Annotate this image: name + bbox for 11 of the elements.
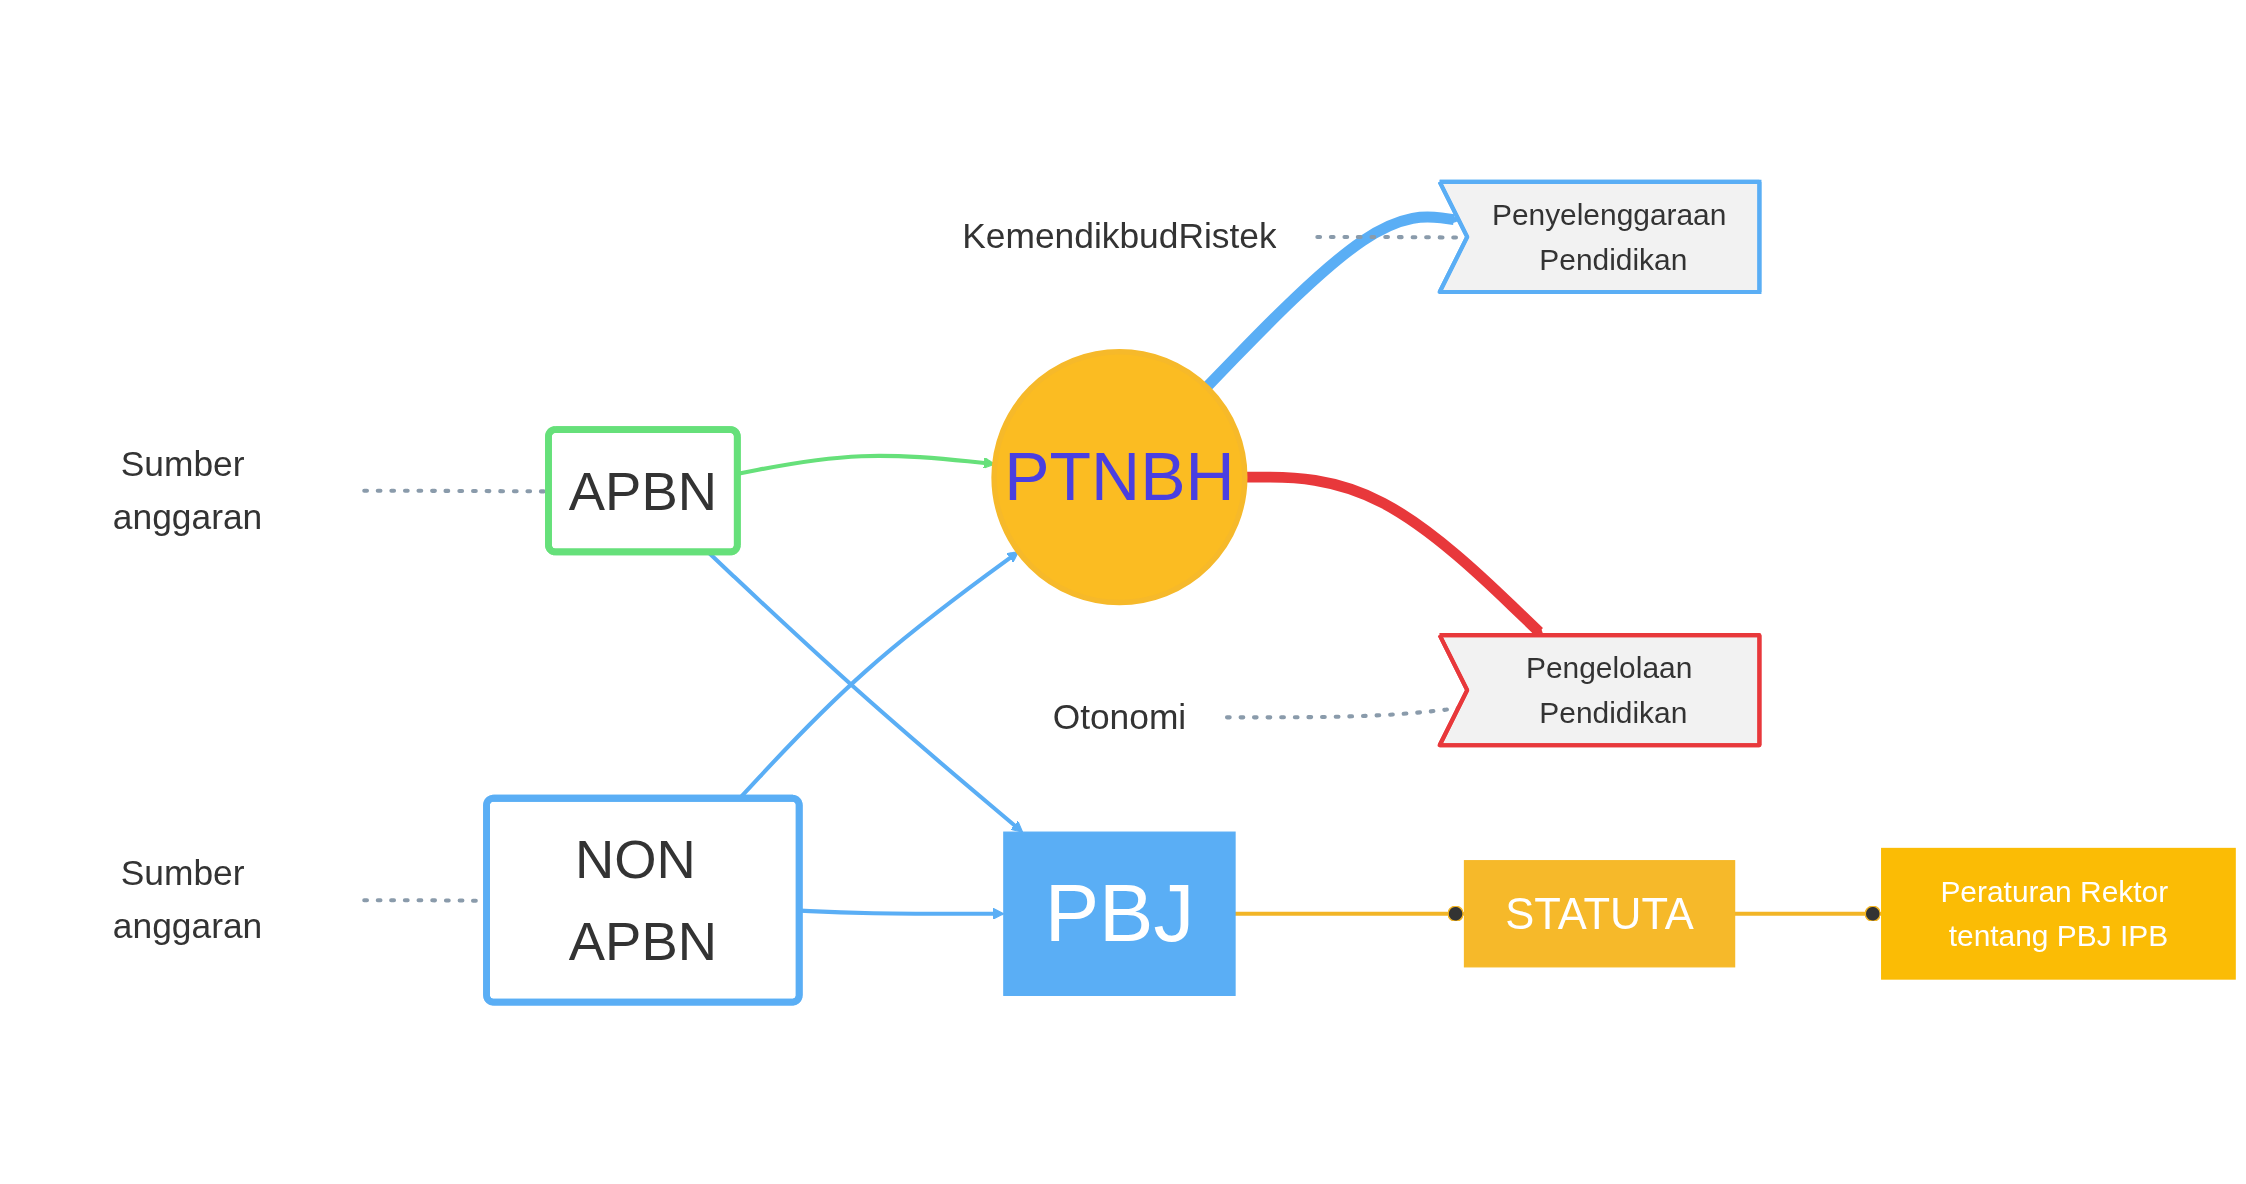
connector — [1235, 905, 1465, 922]
node-box: STATUTA — [1463, 860, 1736, 968]
arrow — [707, 551, 1024, 833]
connector — [1734, 905, 1882, 922]
node-text: Sumber anggaran — [112, 852, 263, 947]
node-circle: PTNBH — [991, 349, 1248, 606]
node-box: PBJ — [1003, 831, 1236, 996]
node-text: Otonomi — [1052, 696, 1187, 738]
node-text: Sumber anggaran — [112, 443, 263, 537]
node-box: Peraturan Rektor tentang PBJ IPB — [1881, 847, 2236, 980]
node-text: KemendikbudRistek — [962, 215, 1277, 257]
